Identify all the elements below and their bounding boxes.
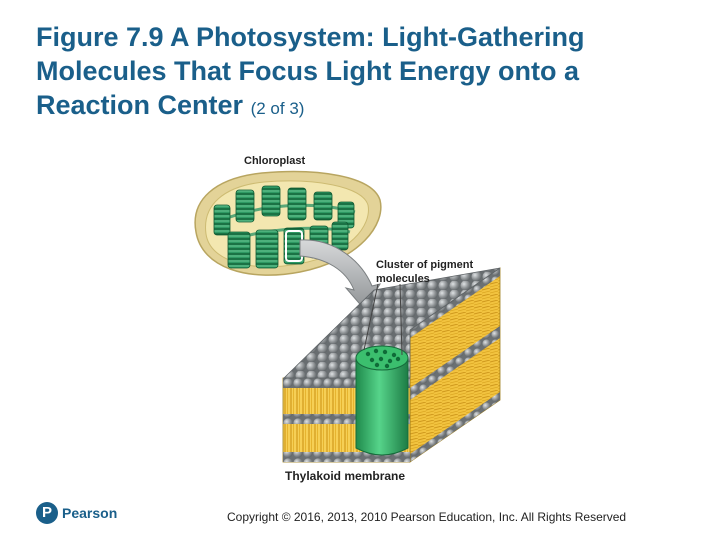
title-line-2: Molecules That Focus Light Energy onto a (36, 56, 580, 86)
label-cluster-line-1: Cluster of pigment (376, 259, 474, 271)
label-cluster-line-2: molecules (376, 273, 430, 285)
label-thylakoid-membrane: Thylakoid membrane (285, 469, 405, 483)
title-line-3-main: Reaction Center (36, 90, 244, 120)
copyright-notice: Copyright © 2016, 2013, 2010 Pearson Edu… (227, 510, 627, 524)
slide-title: Figure 7.9 A Photosystem: Light-Gatherin… (36, 20, 696, 126)
title-line-1: Figure 7.9 A Photosystem: Light-Gatherin… (36, 22, 585, 52)
title-line-3: Reaction Center (2 of 3) (36, 88, 696, 126)
pigment-dots (365, 348, 401, 369)
pearson-logo-text: Pearson (62, 505, 118, 521)
title-part-indicator: (2 of 3) (250, 99, 305, 118)
label-chloroplast: Chloroplast (244, 155, 305, 167)
thylakoid-membrane-illustration (282, 267, 501, 463)
pearson-logo-icon: P (36, 502, 58, 524)
granum-stacks (213, 185, 355, 269)
pearson-logo: P Pearson (36, 501, 126, 527)
